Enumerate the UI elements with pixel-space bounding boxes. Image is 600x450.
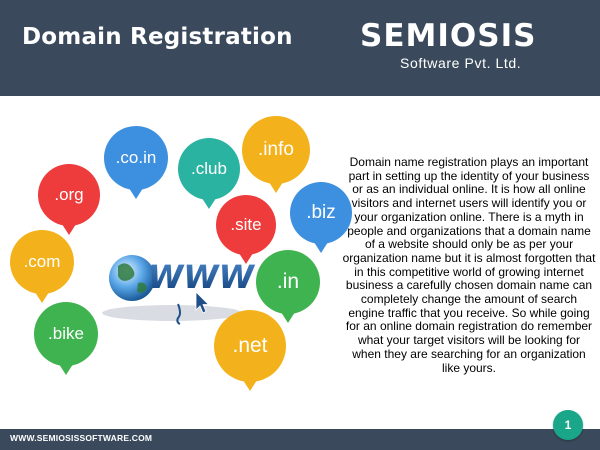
globe-www-graphic: WWW: [102, 255, 256, 325]
bubble-in: .in: [256, 250, 320, 323]
company-logo: SEMIOSIS Software Pvt. Ltd.: [360, 18, 580, 76]
logo-subtitle: Software Pvt. Ltd.: [400, 55, 522, 71]
domain-extensions-illustration: WWW .co.in .club .info .org .site .biz .…: [0, 100, 352, 420]
bubble-co-in: .co.in: [104, 126, 168, 199]
bubble-net: .net: [214, 310, 286, 391]
bubble-club: .club: [178, 138, 240, 209]
bubble-org: .org: [38, 164, 100, 235]
logo-wordmark: SEMIOSIS: [360, 18, 537, 54]
header-bar: Domain Registration SEMIOSIS Software Pv…: [0, 0, 600, 96]
page-title: Domain Registration: [22, 24, 293, 50]
footer-bar: WWW.SEMIOSISSOFTWARE.COM: [0, 429, 600, 450]
bubble-com: .com: [10, 230, 74, 303]
bubble-site: .site: [216, 195, 276, 264]
bubble-bike: .bike: [34, 302, 98, 375]
domain-registration-description: Domain name registration plays an import…: [342, 155, 596, 375]
bubble-info: .info: [242, 116, 310, 193]
www-text: WWW: [148, 258, 256, 296]
mouse-cursor-icon: [195, 291, 210, 314]
bubble-biz: .biz: [290, 182, 352, 253]
page-number-badge: 1: [553, 410, 583, 440]
website-link[interactable]: WWW.SEMIOSISSOFTWARE.COM: [10, 433, 153, 443]
